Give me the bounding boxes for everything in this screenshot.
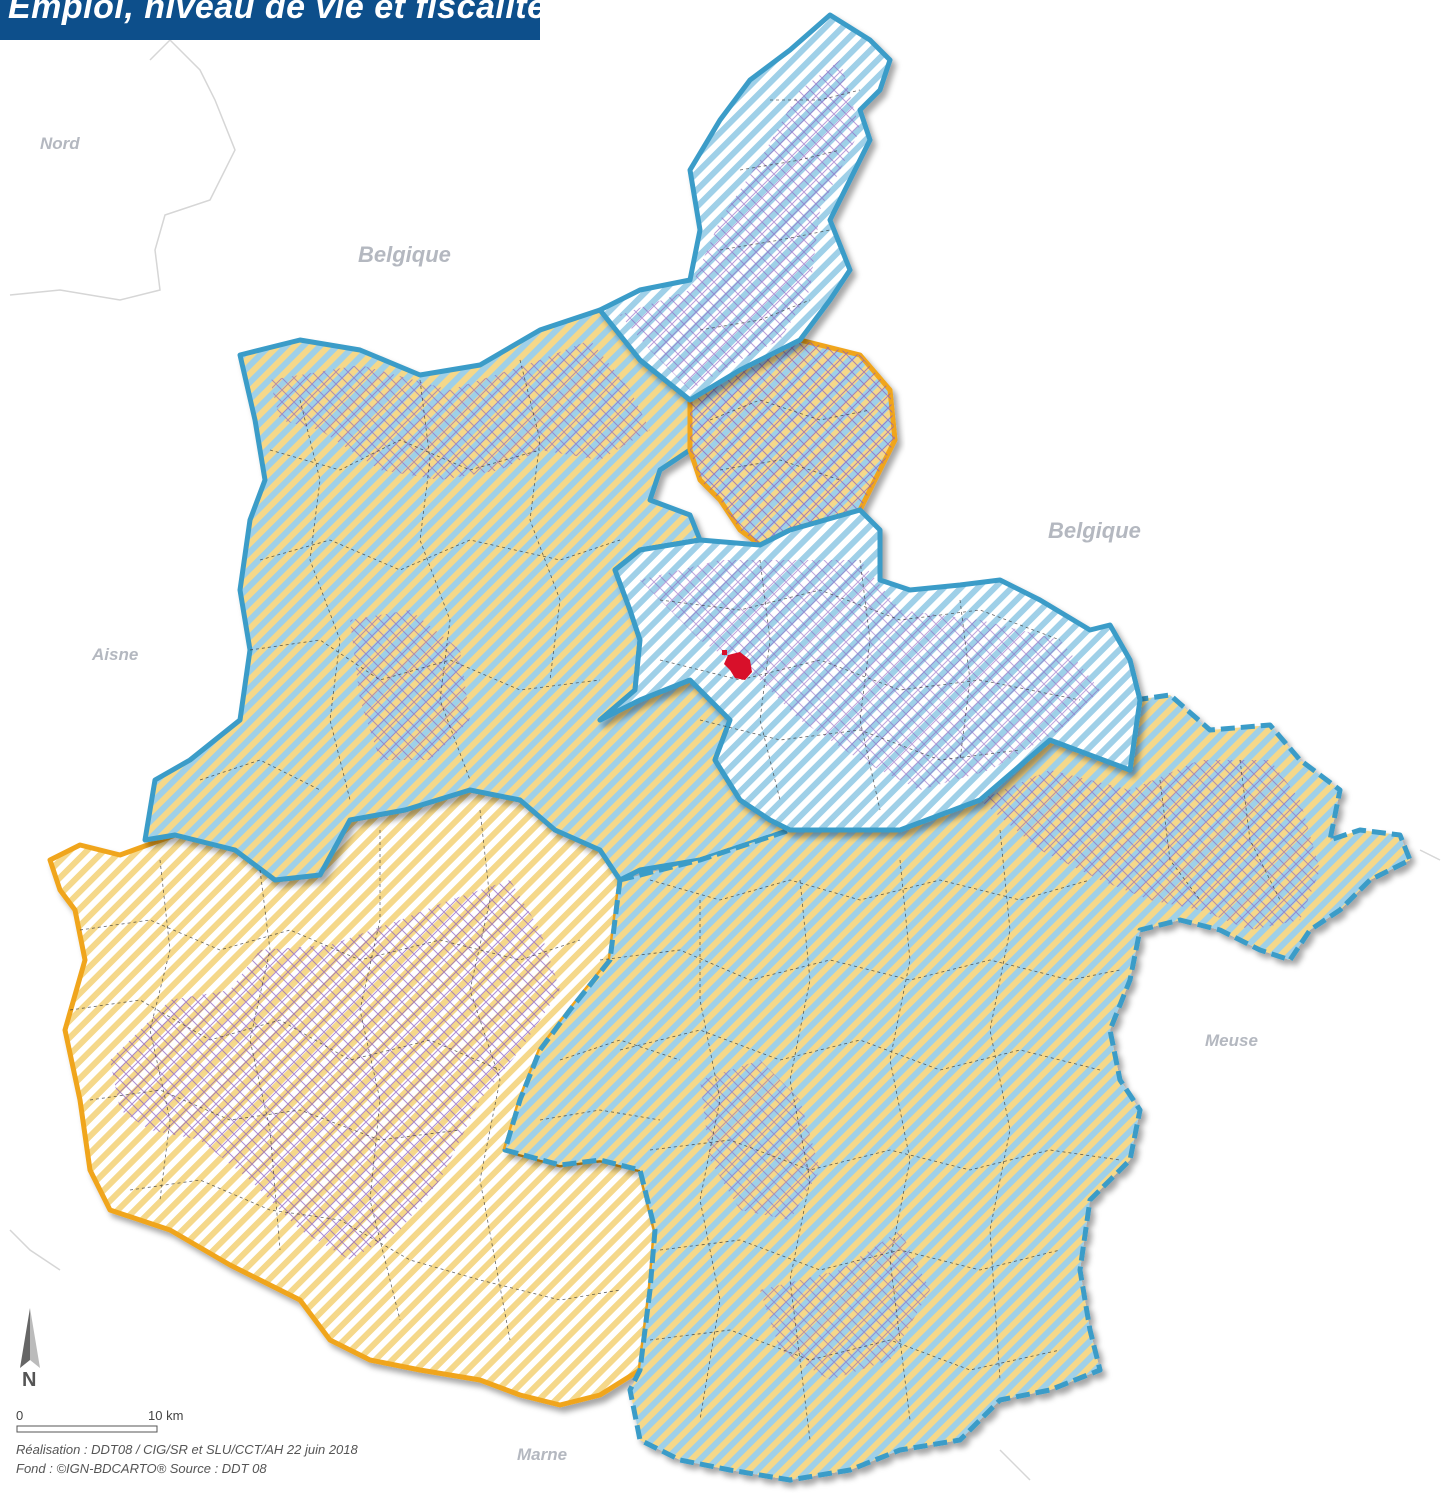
zone-west-crosshatch-2 <box>350 610 470 760</box>
credits-line-2: Fond : ©IGN-BDCARTO® Source : DDT 08 <box>16 1461 267 1476</box>
scale-end-label: 10 km <box>148 1408 183 1423</box>
map-title-banner: Emploi, niveau de vie et fiscalité <box>0 0 540 40</box>
label-meuse: Meuse <box>1205 1031 1258 1050</box>
neighbor-borders <box>9 38 1441 1481</box>
zone-pointe-nord-crosshatch <box>620 60 860 390</box>
zone-north-central-crosshatch <box>690 340 895 545</box>
scale-bar: 0 10 km <box>16 1408 183 1433</box>
commune-borders <box>69 89 1281 1441</box>
label-marne: Marne <box>517 1445 567 1464</box>
north-arrow-icon: N <box>20 1308 40 1391</box>
map-title: Emploi, niveau de vie et fiscalité <box>8 0 540 26</box>
label-nord: Nord <box>40 134 80 153</box>
zone-southeast-crosshatch-3 <box>760 1230 930 1380</box>
north-arrow-label: N <box>22 1369 36 1391</box>
zone-west-crosshatch <box>270 340 650 480</box>
scale-start-label: 0 <box>16 1408 23 1423</box>
city-marker-icon <box>724 652 752 680</box>
label-belgique-east: Belgique <box>1048 518 1141 543</box>
label-aisne: Aisne <box>91 645 138 664</box>
zone-central-east-crosshatch <box>640 560 1100 790</box>
credits-line-1: Réalisation : DDT08 / CIG/SR et SLU/CCT/… <box>16 1442 358 1457</box>
map-credits: Réalisation : DDT08 / CIG/SR et SLU/CCT/… <box>16 1440 358 1478</box>
city-marker-icon-dot <box>722 650 727 655</box>
zone-southeast-crosshatch <box>980 760 1320 930</box>
label-belgique-west: Belgique <box>358 242 451 267</box>
zone-southwest-crosshatch <box>110 880 560 1260</box>
zone-southeast-crosshatch-2 <box>700 1060 820 1220</box>
